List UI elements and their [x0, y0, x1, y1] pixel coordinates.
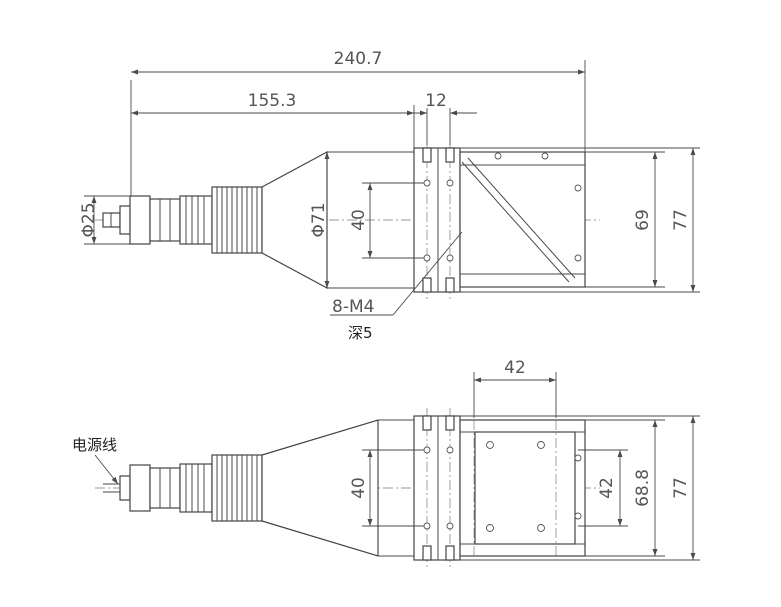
dim-inner-spacing: 42 — [597, 477, 617, 499]
dim-length-to-flange: 155.3 — [248, 91, 297, 111]
cable-connector — [102, 195, 213, 245]
stage-box-bottom — [459, 419, 586, 557]
dim-hole-spacing-top: 40 — [349, 209, 369, 231]
dim-cone-diameter: Φ71 — [309, 202, 329, 237]
flange-plate — [413, 140, 461, 300]
dim-top-width: 42 — [504, 358, 526, 378]
dim-inner-height: 68.8 — [633, 469, 653, 507]
dim-flange-width: 12 — [425, 91, 447, 111]
thread-depth-label: 深5 — [348, 324, 373, 342]
dim-outer-height-bottom: 77 — [671, 477, 691, 499]
power-cable-label: 电源线 — [72, 436, 117, 454]
stage-box — [459, 151, 586, 288]
dim-hole-spacing-bottom: 40 — [349, 477, 369, 499]
flange-plate-bottom — [413, 408, 461, 568]
cone-housing-bottom — [261, 419, 414, 557]
cable-connector-bottom — [103, 463, 213, 513]
dim-stage-height-inner: 69 — [633, 209, 653, 231]
dim-cable-diameter: Φ25 — [79, 202, 99, 237]
ribbed-housing — [211, 186, 263, 254]
dim-overall-length: 240.7 — [334, 49, 383, 69]
top-view: 240.7 155.3 12 Φ25 Φ71 40 69 77 — [79, 49, 700, 342]
thread-spec-label: 8-M4 — [332, 297, 374, 317]
dim-stage-height-outer: 77 — [671, 209, 691, 231]
ribbed-housing-bottom — [211, 454, 263, 522]
bottom-view: 42 40 42 68.8 77 电源线 — [72, 358, 700, 568]
